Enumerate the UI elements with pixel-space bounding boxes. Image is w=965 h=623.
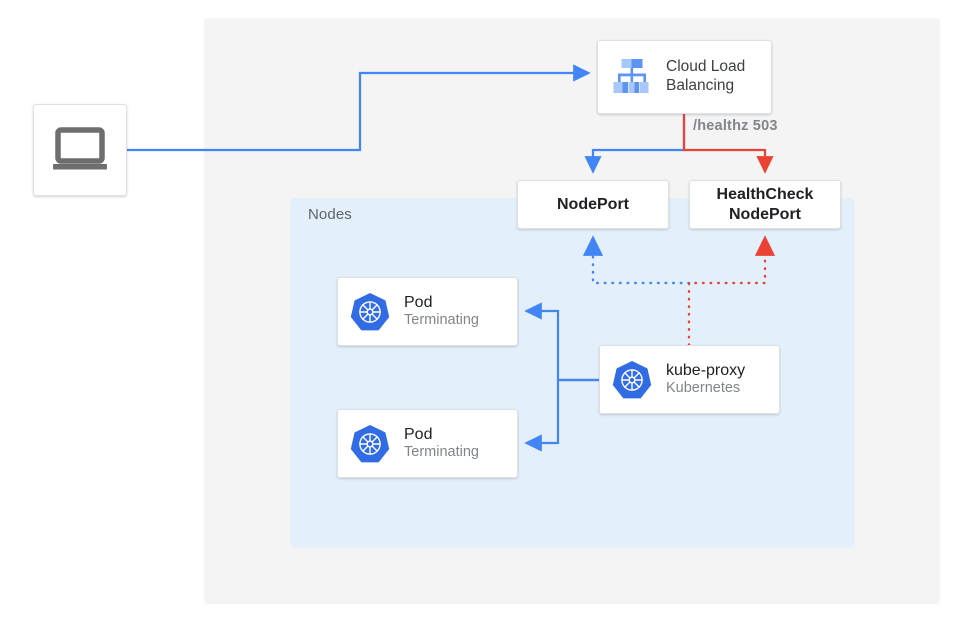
- pod-card-1-status: Terminating: [404, 312, 479, 329]
- healthcheck-nodeport-label-line2: NodePort: [729, 205, 801, 223]
- nodeport-label: NodePort: [557, 195, 629, 213]
- kube-proxy-subtitle: Kubernetes: [666, 380, 741, 397]
- cloud-load-balancing-label-line2: Balancing: [666, 77, 735, 94]
- nodes-group-label: Nodes: [308, 206, 352, 223]
- laptop-icon: [51, 127, 109, 173]
- pod-card-2-status: Terminating: [404, 444, 479, 461]
- kubernetes-icon: [348, 290, 392, 334]
- client-node-card[interactable]: [33, 104, 127, 196]
- kube-proxy-text: kube-proxy Kubernetes: [666, 361, 745, 398]
- kubernetes-icon: [610, 358, 654, 402]
- cloud-load-balancing-icon: [610, 55, 654, 99]
- healthcheck-nodeport-label: HealthCheck NodePort: [690, 185, 840, 225]
- healthcheck-nodeport-card[interactable]: HealthCheck NodePort: [689, 180, 841, 229]
- healthcheck-nodeport-label-line1: HealthCheck: [716, 185, 814, 203]
- kubernetes-icon: [348, 422, 392, 466]
- kube-proxy-card[interactable]: kube-proxy Kubernetes: [599, 345, 780, 414]
- healthz-edge-label: /healthz 503: [693, 118, 778, 134]
- pod-card-2-title: Pod: [404, 425, 433, 443]
- cloud-load-balancing-label: Cloud Load Balancing: [666, 58, 745, 96]
- pod-card-2[interactable]: Pod Terminating: [337, 409, 518, 478]
- kube-proxy-title: kube-proxy: [666, 361, 746, 379]
- pod-card-1-text: Pod Terminating: [404, 293, 479, 330]
- pod-card-2-text: Pod Terminating: [404, 425, 479, 462]
- pod-card-1[interactable]: Pod Terminating: [337, 277, 518, 346]
- pod-card-1-title: Pod: [404, 293, 433, 311]
- cloud-load-balancing-card[interactable]: Cloud Load Balancing: [597, 40, 772, 114]
- cloud-load-balancing-label-line1: Cloud Load: [666, 58, 746, 76]
- nodeport-card[interactable]: NodePort: [517, 180, 669, 229]
